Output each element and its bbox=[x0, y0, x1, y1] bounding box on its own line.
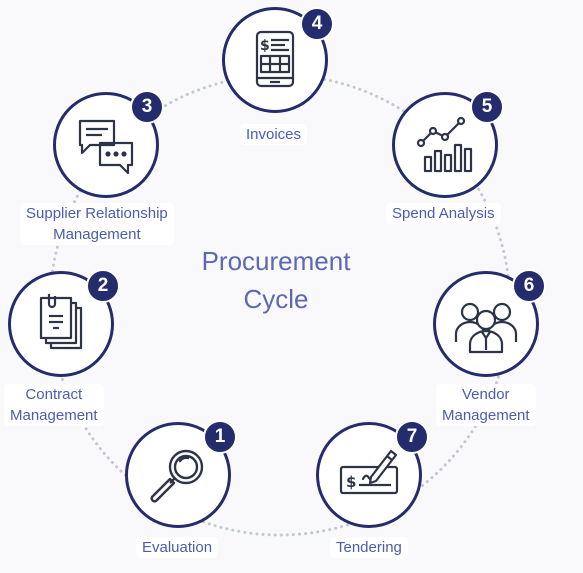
step-tendering-label: Tendering bbox=[330, 537, 408, 558]
magnifier-icon bbox=[150, 449, 204, 503]
document-stack-icon bbox=[39, 294, 83, 350]
svg-text:$: $ bbox=[346, 473, 356, 491]
step-evaluation-label: Evaluation bbox=[136, 537, 219, 558]
step-supplier-relationship-badge: 3 bbox=[130, 90, 164, 124]
step-invoices-node[interactable]: $ bbox=[222, 7, 328, 113]
tablet-invoice-icon: $ bbox=[255, 30, 295, 88]
step-contract-management-badge: 2 bbox=[86, 269, 120, 303]
step-invoices-badge: 4 bbox=[300, 7, 334, 41]
step-spend-analysis-label: Spend Analysis bbox=[386, 203, 501, 224]
step-tendering-badge: 7 bbox=[395, 420, 429, 454]
step-invoices-label: Invoices bbox=[240, 124, 308, 145]
step-spend-analysis-badge: 5 bbox=[470, 90, 504, 124]
chat-bubbles-icon bbox=[78, 119, 134, 175]
step-vendor-management-badge: 6 bbox=[512, 269, 546, 303]
cycle-title: Procurement Cycle bbox=[201, 246, 351, 314]
people-group-icon bbox=[454, 302, 518, 354]
step-evaluation-badge: 1 bbox=[203, 420, 237, 454]
svg-text:$: $ bbox=[260, 38, 270, 54]
step-vendor-management-label: Vendor Management bbox=[436, 384, 536, 426]
step-supplier-relationship-label: Supplier Relationship Management bbox=[20, 203, 174, 245]
bar-line-chart-icon bbox=[416, 116, 473, 173]
signed-check-icon: $ bbox=[339, 449, 399, 495]
step-contract-management-label: Contract Management bbox=[4, 384, 104, 426]
